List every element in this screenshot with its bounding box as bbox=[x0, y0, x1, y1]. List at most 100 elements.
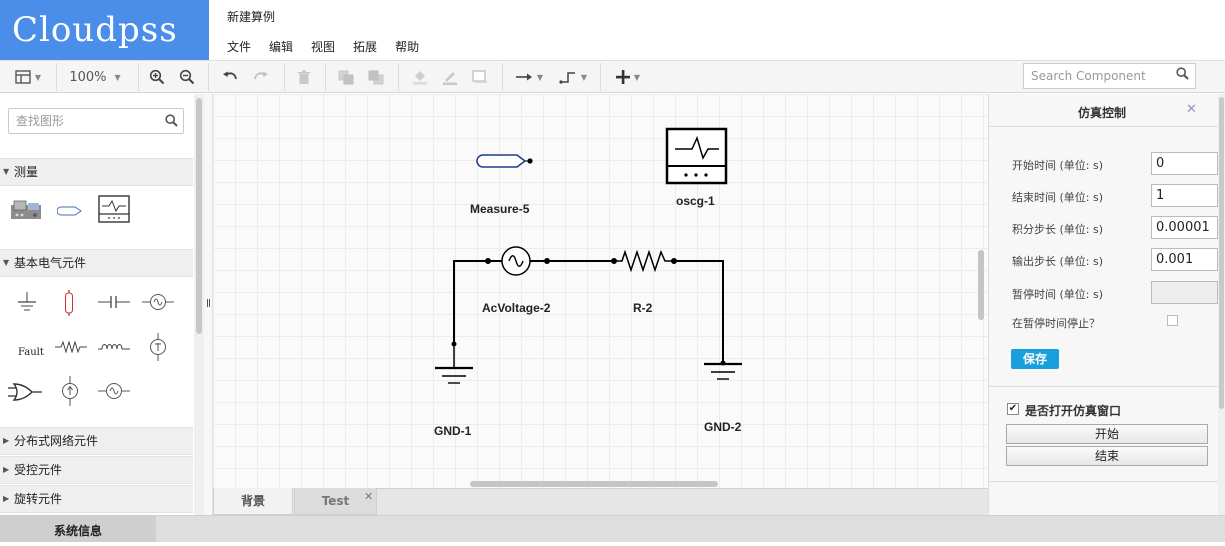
toolbar: ▼ 100% ▼ ▼ ▼ bbox=[0, 60, 1225, 93]
menu-edit[interactable]: 编辑 bbox=[269, 40, 294, 54]
current-source-shape-icon[interactable] bbox=[60, 376, 80, 406]
shape-search-input[interactable]: 查找图形 bbox=[8, 108, 184, 134]
zoom-level: 100% bbox=[69, 69, 107, 85]
circuit-diagram bbox=[435, 127, 742, 384]
zoom-in-button[interactable] bbox=[146, 61, 168, 93]
insert-button[interactable]: ▼ bbox=[608, 61, 648, 93]
panel-layout-button[interactable]: ▼ bbox=[8, 61, 48, 93]
menu-extend[interactable]: 拓展 bbox=[353, 40, 378, 54]
chevron-down-icon: ▼ bbox=[580, 72, 588, 82]
menu-file[interactable]: 文件 bbox=[227, 40, 252, 54]
divider bbox=[989, 386, 1218, 387]
sidebar-splitter[interactable] bbox=[204, 94, 213, 515]
redo-icon bbox=[254, 71, 268, 80]
probe-shape-icon[interactable] bbox=[57, 206, 83, 216]
tab-test[interactable]: Test bbox=[294, 488, 377, 515]
canvas-horizontal-scroll-thumb[interactable] bbox=[470, 481, 718, 487]
zoom-select[interactable]: 100% ▼ bbox=[62, 61, 128, 93]
category-controlled[interactable]: ▶ 受控元件 bbox=[0, 456, 193, 484]
search-icon[interactable] bbox=[165, 114, 178, 131]
to-back-button[interactable] bbox=[364, 61, 388, 93]
stop-at-pause-checkbox[interactable] bbox=[1167, 315, 1178, 326]
dc-source-shape-icon[interactable] bbox=[148, 333, 168, 361]
category-label: 基本电气元件 bbox=[14, 256, 87, 270]
arrow-right-icon bbox=[515, 73, 532, 81]
ac-voltage-source[interactable] bbox=[485, 246, 550, 276]
end-simulation-button[interactable]: 结束 bbox=[1006, 446, 1208, 466]
search-icon[interactable] bbox=[1176, 67, 1189, 84]
connection-style-button[interactable]: ▼ bbox=[510, 61, 548, 93]
undo-icon bbox=[223, 71, 237, 80]
output-step-input[interactable]: 0.001 bbox=[1151, 248, 1218, 271]
chevron-down-icon: ▼ bbox=[633, 72, 641, 82]
fault-shape-label: Fault bbox=[18, 347, 44, 358]
capacitor-shape-icon[interactable] bbox=[98, 296, 130, 308]
menu-view[interactable]: 视图 bbox=[311, 40, 336, 54]
resistor[interactable] bbox=[611, 249, 677, 273]
start-simulation-button[interactable]: 开始 bbox=[1006, 424, 1208, 444]
waypoint-style-button[interactable]: ▼ bbox=[554, 61, 592, 93]
elbow-connector-icon bbox=[559, 72, 575, 84]
resistor-label: R-2 bbox=[633, 301, 653, 315]
diagram-canvas[interactable]: Measure-5 oscg-1 AcVoltage-2 R-2 GND-1 G… bbox=[213, 94, 988, 488]
integration-step-label: 积分步长 (单位: s) bbox=[1012, 223, 1104, 236]
category-rotating[interactable]: ▶旋转元件 bbox=[0, 485, 193, 513]
oscilloscope-shape-icon[interactable] bbox=[98, 195, 130, 223]
ground-2[interactable] bbox=[704, 360, 742, 380]
undo-button[interactable] bbox=[218, 61, 242, 93]
integration-step-input[interactable]: 0.00001 bbox=[1151, 216, 1218, 239]
output-step-label: 输出步长 (单位: s) bbox=[1012, 255, 1104, 268]
system-info-tab[interactable]: 系统信息 bbox=[0, 516, 156, 542]
menu-help[interactable]: 帮助 bbox=[395, 40, 420, 54]
resistor-shape-icon[interactable] bbox=[55, 341, 87, 353]
measure-probe[interactable] bbox=[476, 154, 533, 168]
category-label: 受控元件 bbox=[14, 463, 63, 477]
fill-color-button[interactable] bbox=[408, 61, 432, 93]
end-time-input[interactable]: 1 bbox=[1151, 184, 1218, 207]
redo-button[interactable] bbox=[249, 61, 273, 93]
ac-source-shape-icon[interactable] bbox=[142, 293, 174, 311]
ground-shape-icon[interactable] bbox=[16, 292, 38, 314]
close-icon[interactable]: ✕ bbox=[1186, 102, 1197, 117]
meter-shape-icon[interactable] bbox=[10, 199, 42, 223]
inductor-shape-icon[interactable] bbox=[98, 341, 130, 353]
chevron-right-icon: ▶ bbox=[3, 465, 10, 474]
canvas-vertical-scroll-thumb[interactable] bbox=[978, 250, 984, 320]
divider bbox=[989, 481, 1218, 482]
category-label: 测量 bbox=[14, 165, 39, 179]
component-search-input[interactable]: Search Component bbox=[1023, 63, 1196, 89]
ground-1[interactable] bbox=[435, 341, 473, 384]
oscilloscope[interactable] bbox=[665, 127, 728, 185]
oscilloscope-label: oscg-1 bbox=[676, 194, 715, 208]
chevron-down-icon: ▼ bbox=[114, 72, 121, 82]
zoom-in-icon bbox=[149, 69, 165, 85]
start-time-label: 开始时间 (单位: s) bbox=[1012, 159, 1104, 172]
paint-bucket-icon bbox=[413, 71, 427, 85]
sidebar-scroll-thumb[interactable] bbox=[196, 98, 202, 334]
status-bar bbox=[0, 515, 1225, 542]
stop-at-pause-label: 在暂停时间停止？ bbox=[1012, 317, 1100, 330]
tab-background[interactable]: 背景 bbox=[213, 488, 293, 515]
fuse-shape-icon[interactable] bbox=[63, 290, 75, 316]
delete-button[interactable] bbox=[292, 61, 316, 93]
category-measurement[interactable]: ▼ 测量 bbox=[0, 158, 193, 186]
open-window-checkbox[interactable]: ✔ bbox=[1007, 403, 1019, 415]
bring-front-icon bbox=[338, 70, 354, 84]
line-color-button[interactable] bbox=[438, 61, 462, 93]
to-front-button[interactable] bbox=[334, 61, 358, 93]
shadow-icon bbox=[472, 70, 487, 83]
category-distributed-network[interactable]: ▶分布式网络元件 bbox=[0, 427, 193, 455]
pause-time-input[interactable] bbox=[1151, 281, 1218, 304]
panel-scroll-thumb[interactable] bbox=[1219, 97, 1224, 409]
close-icon[interactable]: ✕ bbox=[364, 490, 374, 503]
pencil-icon bbox=[443, 72, 457, 85]
category-basic-electrical[interactable]: ▼基本电气元件 bbox=[0, 249, 193, 277]
zoom-out-button[interactable] bbox=[176, 61, 198, 93]
ac-voltage-shape-icon[interactable] bbox=[98, 382, 130, 400]
chevron-down-icon: ▼ bbox=[3, 167, 10, 176]
start-time-input[interactable]: 0 bbox=[1151, 152, 1218, 175]
open-window-label: 是否打开仿真窗口 bbox=[1025, 404, 1122, 418]
save-button[interactable]: 保存 bbox=[1011, 349, 1059, 369]
shadow-button[interactable] bbox=[468, 61, 492, 93]
breaker-shape-icon[interactable] bbox=[8, 382, 44, 402]
